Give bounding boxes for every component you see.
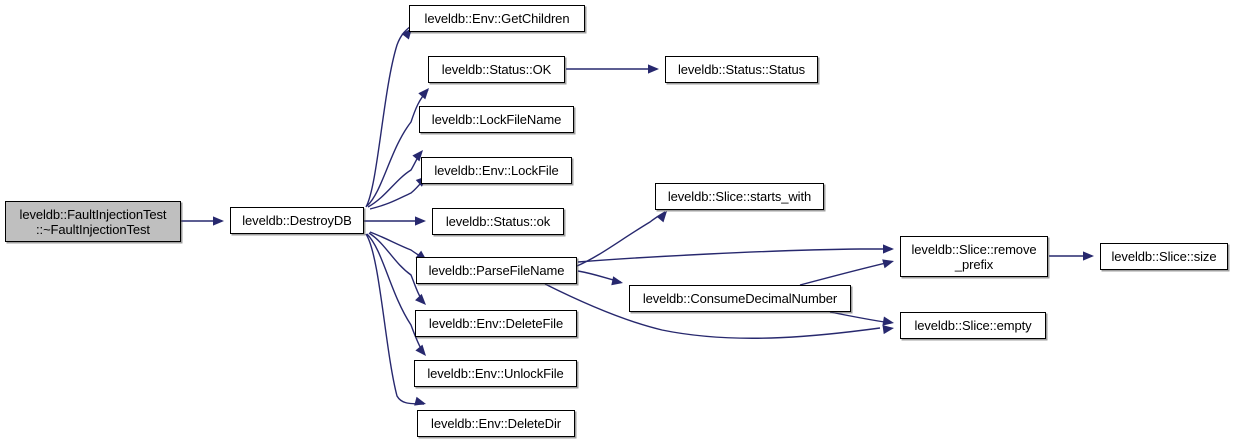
edge-parsefilename-to-startswith [576,211,666,267]
arrowhead-statusstatus-in [648,64,659,74]
arrowhead-statusok-in [418,88,429,100]
arrowhead-lockfilename-in [412,150,423,162]
edge-destroydb-to-getchildren [365,25,412,208]
node-deletefile[interactable]: leveldb::Env::DeleteFile [415,310,577,337]
node-parsefilename[interactable]: leveldb::ParseFileName [416,257,577,284]
arrowhead-slicesize-in [1083,251,1094,261]
arrowhead-statusok2-in [415,216,426,226]
node-statusstatus[interactable]: leveldb::Status::Status [665,56,818,83]
arrowhead-startswith-in [656,211,667,223]
arrowhead-deletedir-in [414,396,426,406]
edge-destroydb-to-unlockfile [366,233,425,355]
arrowhead-sliceempty-in1 [882,316,894,326]
node-root[interactable]: leveldb::FaultInjectionTest ::~FaultInje… [5,201,181,242]
node-consumedecimal[interactable]: leveldb::ConsumeDecimalNumber [629,285,851,312]
edge-consumedecimal-to-sliceempty [829,311,892,324]
edge-destroydb-to-parsefilename [369,231,426,260]
node-slicesize[interactable]: leveldb::Slice::size [1100,243,1228,270]
arrowhead-destroydb-in [213,216,224,226]
edge-destroydb-to-deletedir [365,233,425,405]
arrowhead-sliceempty-in2 [882,324,894,335]
node-deletedir[interactable]: leveldb::Env::DeleteDir [417,410,575,437]
node-destroydb[interactable]: leveldb::DestroyDB [230,207,364,234]
edge-parsefilename-to-sliceempty [544,283,881,339]
arrowhead-deletefile-in [415,293,426,305]
node-statusok[interactable]: leveldb::Status::OK [428,56,565,83]
node-startswith[interactable]: leveldb::Slice::starts_with [655,183,824,210]
edge-destroydb-to-envlockfile [369,177,426,210]
edge-destroydb-to-deletefile [368,232,425,304]
arrowhead-unlockfile-in [415,344,426,356]
node-envlockfile[interactable]: leveldb::Env::LockFile [421,157,572,184]
node-unlockfile[interactable]: leveldb::Env::UnlockFile [414,360,577,387]
node-statusok2[interactable]: leveldb::Status::ok [432,208,564,235]
arrowhead-consumedecimal-in [611,276,623,286]
edge-consumedecimal-to-removeprefix [799,261,891,286]
edge-destroydb-to-statusok [366,89,429,207]
arrowhead-removeprefix-in1 [883,244,894,254]
node-sliceempty[interactable]: leveldb::Slice::empty [900,312,1046,339]
node-lockfilename[interactable]: leveldb::LockFileName [419,106,574,133]
node-removeprefix[interactable]: leveldb::Slice::remove _prefix [900,236,1048,277]
edge-parsefilename-to-removeprefix [577,248,892,263]
node-getchildren[interactable]: leveldb::Env::GetChildren [409,5,585,32]
arrowhead-removeprefix-in2 [882,259,894,269]
edge-destroydb-to-lockfilename [367,151,422,208]
